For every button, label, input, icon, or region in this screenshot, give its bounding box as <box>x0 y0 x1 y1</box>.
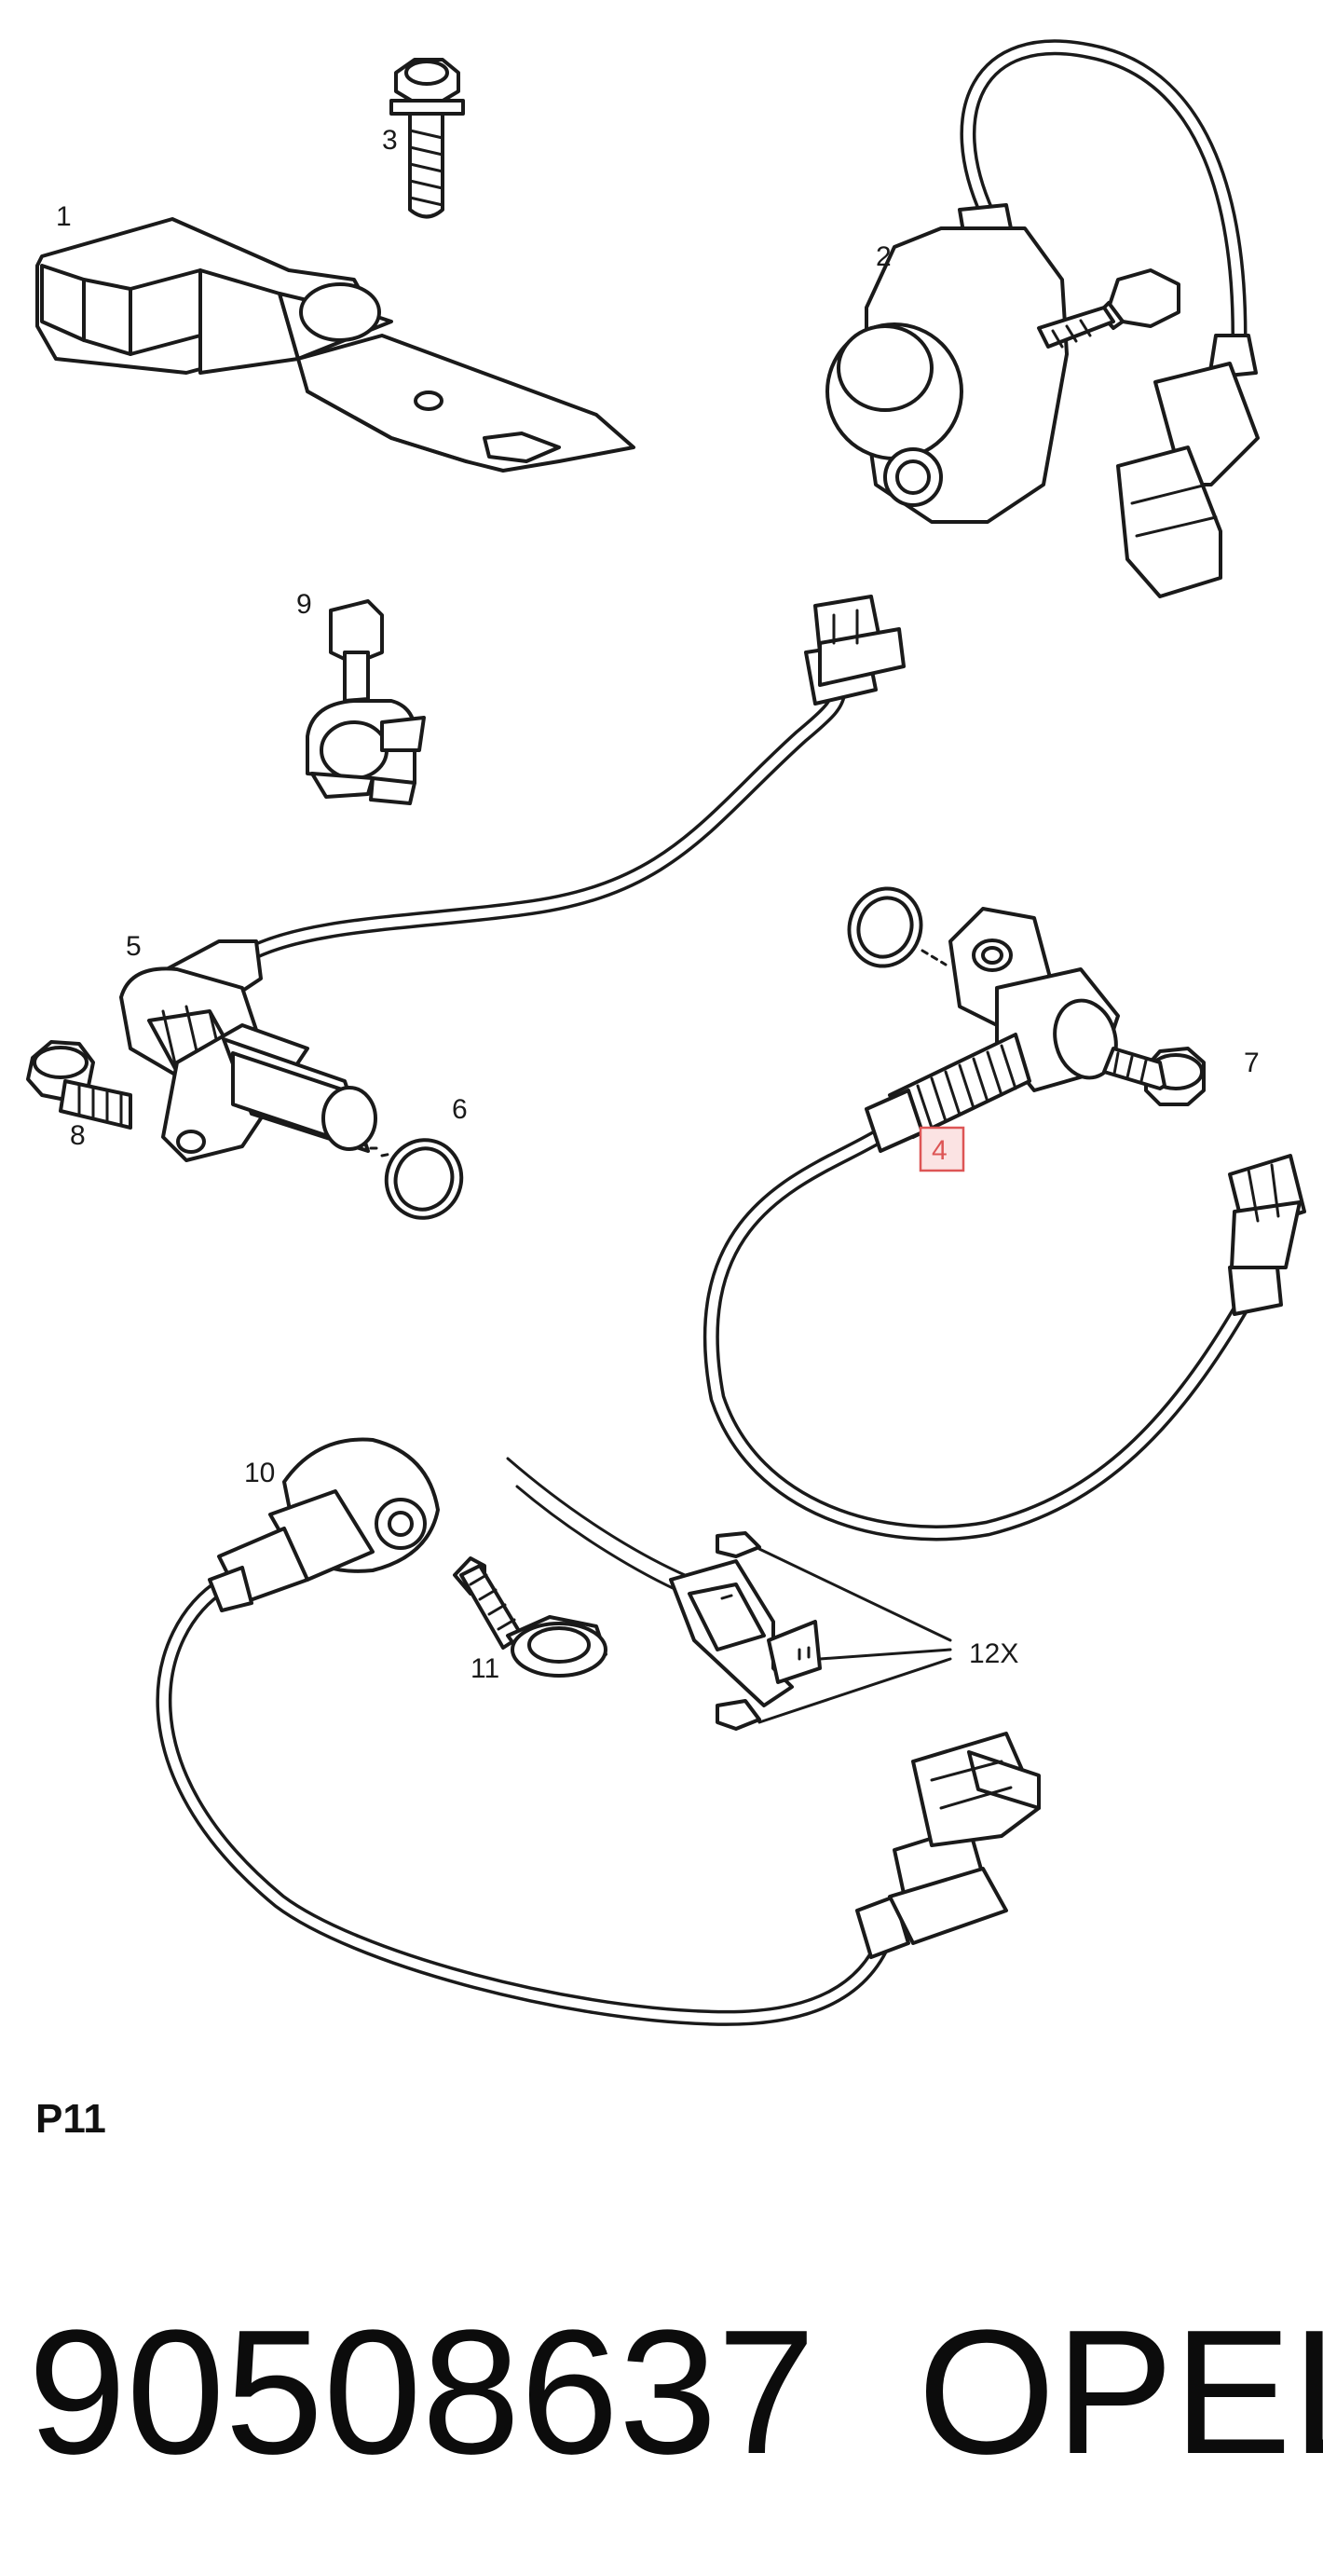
callout-10: 10 <box>244 1458 275 1488</box>
o-ring-upper[interactable] <box>839 879 948 977</box>
part-5-sensor[interactable] <box>119 595 906 1162</box>
callout-9: 9 <box>296 589 312 620</box>
part-8-bolt[interactable] <box>26 1040 132 1130</box>
callout-12x: 12X <box>969 1638 1018 1669</box>
callout-7: 7 <box>1244 1048 1260 1078</box>
callout-8: 8 <box>70 1120 86 1151</box>
callout-4: 4 <box>932 1135 948 1166</box>
part-2-sensor[interactable] <box>825 39 1260 598</box>
part-4-sensor[interactable] <box>703 907 1306 1541</box>
part-1-sensor-bracket[interactable] <box>35 217 635 473</box>
part-11-bolt[interactable] <box>453 1556 607 1678</box>
callout-5: 5 <box>126 931 142 962</box>
callout-3: 3 <box>382 125 398 156</box>
callout-4-highlight[interactable]: 4 <box>919 1126 965 1172</box>
part-7-bolt[interactable] <box>1102 1047 1206 1106</box>
part-9-clip[interactable] <box>306 599 426 805</box>
part-12-connector[interactable] <box>506 1457 952 1731</box>
part-3-bolt[interactable] <box>389 58 465 219</box>
part-number: 90508637 <box>28 2294 815 2491</box>
callout-6: 6 <box>452 1094 468 1125</box>
callout-1: 1 <box>56 201 72 232</box>
callout-2: 2 <box>876 241 892 272</box>
part-10-knock-sensor[interactable] <box>156 1437 1041 2026</box>
page-code: P11 <box>35 2096 106 2142</box>
brand-name: OPEL <box>918 2294 1323 2491</box>
callout-11: 11 <box>471 1653 499 1684</box>
part-6-o-ring[interactable] <box>369 1130 472 1228</box>
